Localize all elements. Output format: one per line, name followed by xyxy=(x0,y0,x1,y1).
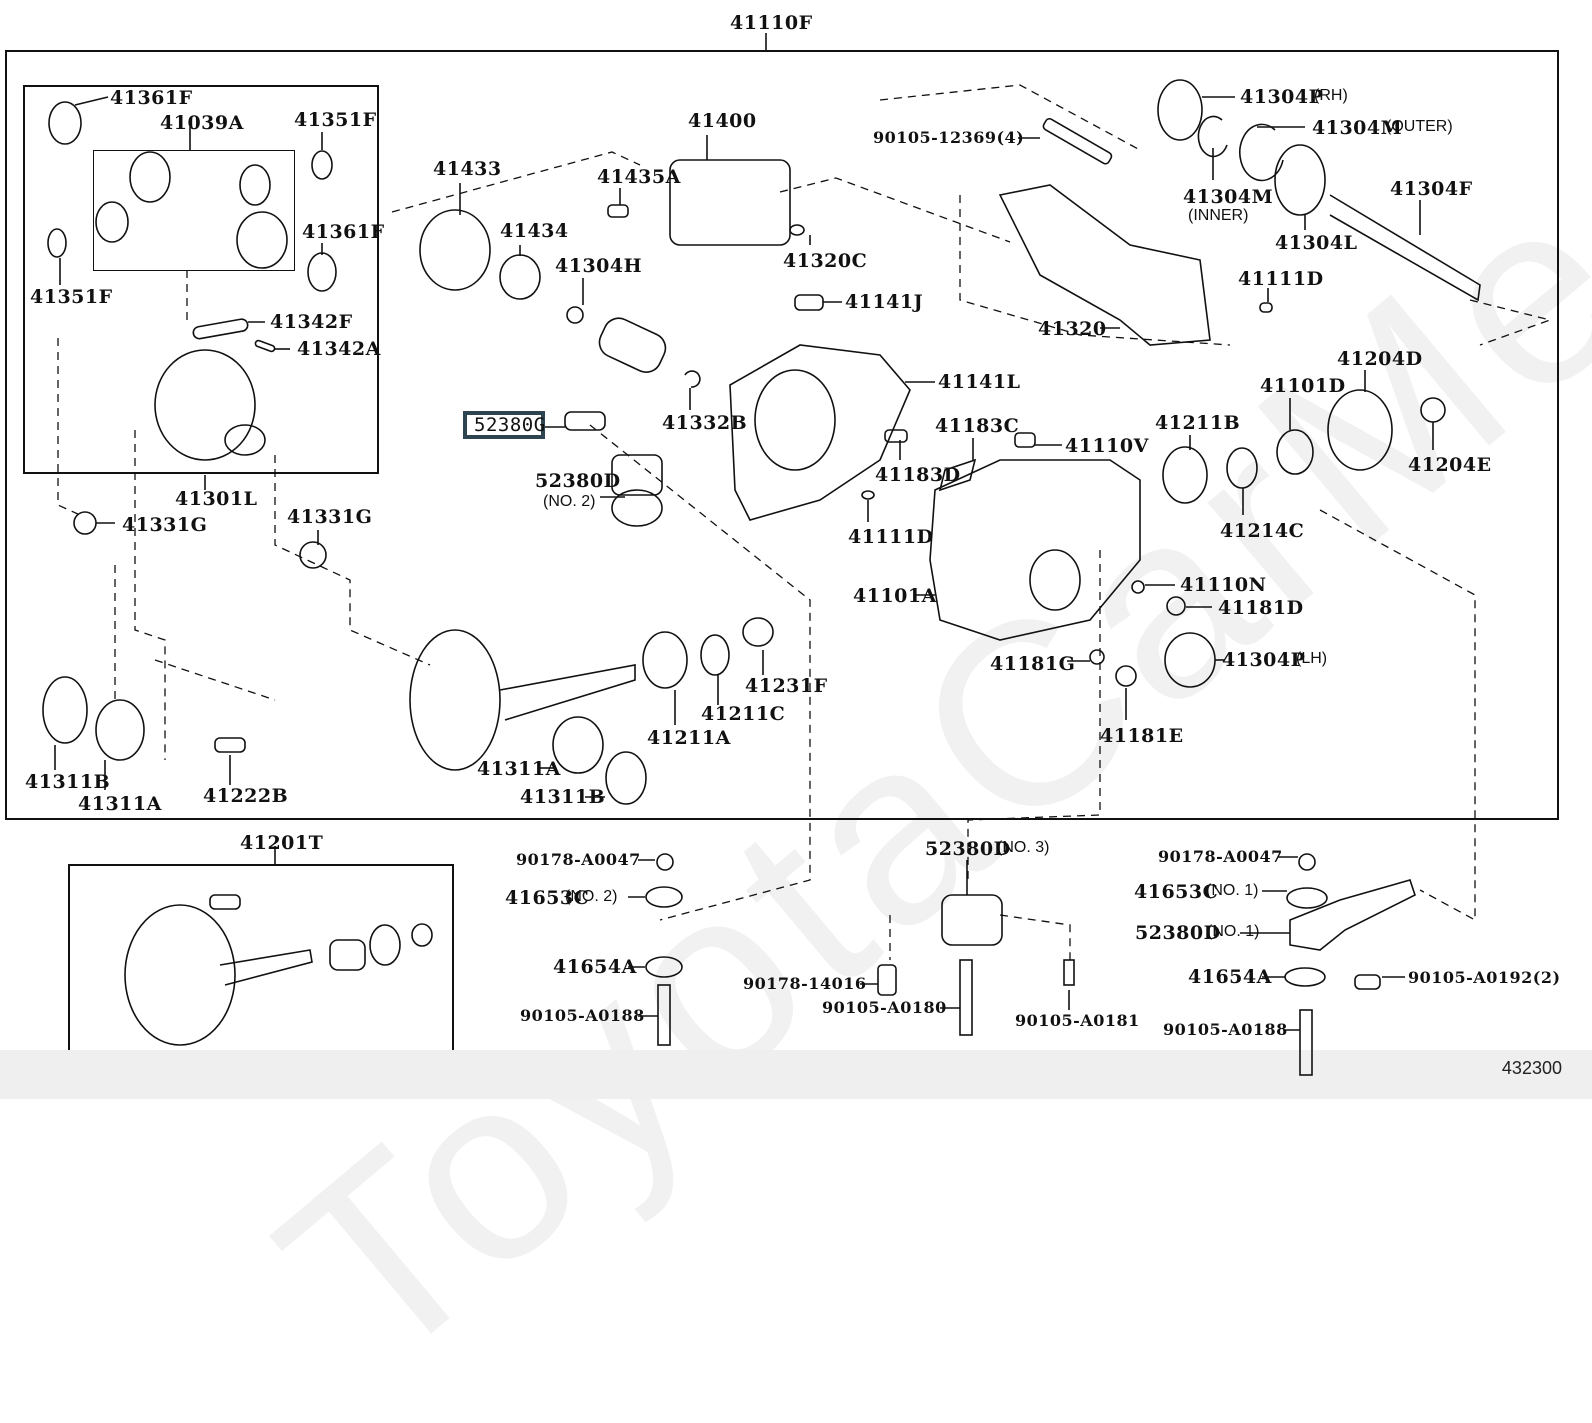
part-label-41101D[interactable]: 41101D xyxy=(1260,375,1346,397)
differential-case-frame xyxy=(23,85,379,474)
part-label-41304F[interactable]: 41304F xyxy=(1390,178,1473,200)
part-label-41181E[interactable]: 41181E xyxy=(1100,725,1184,747)
part-label-41111D[interactable]: 41111D xyxy=(848,526,934,548)
part-label-41301L[interactable]: 41301L xyxy=(175,488,258,510)
part-label-note: (OUTER) xyxy=(1386,118,1453,135)
part-label-41214C[interactable]: 41214C xyxy=(1220,520,1305,542)
part-label-note: (NO. 1) xyxy=(1206,882,1259,899)
part-label-41654A[interactable]: 41654A xyxy=(553,956,637,978)
part-label-41204E[interactable]: 41204E xyxy=(1408,454,1492,476)
part-label-41361F[interactable]: 41361F xyxy=(302,221,385,243)
part-label-41342A[interactable]: 41342A xyxy=(297,338,381,360)
part-label-41361F[interactable]: 41361F xyxy=(110,87,193,109)
part-label-41653C[interactable]: 41653C xyxy=(505,887,590,909)
exploded-view-artwork xyxy=(42,33,1553,1076)
part-label-41304L[interactable]: 41304L xyxy=(1275,232,1358,254)
assembly-title: 41110F xyxy=(730,12,813,34)
part-label-41304P[interactable]: 41304P xyxy=(1240,86,1324,108)
part-label-41110N[interactable]: 41110N xyxy=(1180,574,1267,596)
part-label-41231F[interactable]: 41231F xyxy=(745,675,828,697)
part-label-41141L[interactable]: 41141L xyxy=(938,371,1021,393)
part-label-note: (NO. 3) xyxy=(997,839,1050,856)
part-label-41211B[interactable]: 41211B xyxy=(1155,412,1241,434)
part-label-52380D[interactable]: 52380D xyxy=(925,838,1011,860)
part-label-41204D[interactable]: 41204D xyxy=(1337,348,1423,370)
part-label-41039A[interactable]: 41039A xyxy=(160,112,244,134)
part-label-41201T[interactable]: 41201T xyxy=(240,832,324,854)
part-label-41400[interactable]: 41400 xyxy=(688,110,757,132)
main-assembly-frame xyxy=(5,50,1559,820)
part-label-90178-A0047[interactable]: 90178-A0047 xyxy=(1158,847,1283,866)
part-label-41331G[interactable]: 41331G xyxy=(287,506,373,528)
part-label-41311A[interactable]: 41311A xyxy=(477,758,561,780)
part-label-41351F[interactable]: 41351F xyxy=(294,109,377,131)
part-label-note: (INNER) xyxy=(1188,207,1249,224)
part-label-note: (LH) xyxy=(1296,650,1328,667)
part-label-41222B[interactable]: 41222B xyxy=(203,785,289,807)
part-label-41211C[interactable]: 41211C xyxy=(701,703,786,725)
footer-bar xyxy=(0,1050,1592,1099)
pinion-gear-kit-frame xyxy=(93,150,295,271)
part-label-note: (NO. 2) xyxy=(565,888,618,905)
part-label-41181D[interactable]: 41181D xyxy=(1218,597,1304,619)
part-label-41304H[interactable]: 41304H xyxy=(555,255,643,277)
part-label-41311B[interactable]: 41311B xyxy=(25,771,111,793)
part-label-41342F[interactable]: 41342F xyxy=(270,311,353,333)
part-label-41320[interactable]: 41320 xyxy=(1038,318,1107,340)
part-label-41434[interactable]: 41434 xyxy=(500,220,569,242)
part-label-41183D[interactable]: 41183D xyxy=(875,464,961,486)
part-label-41320C[interactable]: 41320C xyxy=(783,250,868,272)
part-label-41435A[interactable]: 41435A xyxy=(597,166,681,188)
part-label-52380D[interactable]: 52380D xyxy=(535,470,621,492)
part-label-41304M[interactable]: 41304M xyxy=(1312,117,1403,139)
part-label-90105-A0188[interactable]: 90105-A0188 xyxy=(1163,1020,1288,1039)
part-label-41304P[interactable]: 41304P xyxy=(1222,649,1306,671)
part-label-41311B[interactable]: 41311B xyxy=(520,786,606,808)
part-label-41332B[interactable]: 41332B xyxy=(662,412,748,434)
part-label-41111D[interactable]: 41111D xyxy=(1238,268,1324,290)
part-label-41311A[interactable]: 41311A xyxy=(78,793,162,815)
part-label-90178-14016[interactable]: 90178-14016 xyxy=(743,974,867,993)
part-label-90105-A0188[interactable]: 90105-A0188 xyxy=(520,1006,645,1025)
part-label-note: (NO. 2) xyxy=(543,493,596,510)
part-label-41351F[interactable]: 41351F xyxy=(30,286,113,308)
part-label-41183C[interactable]: 41183C xyxy=(935,415,1020,437)
part-label-41181G[interactable]: 41181G xyxy=(990,653,1076,675)
part-label-note: (RH) xyxy=(1314,87,1348,104)
part-label-41433[interactable]: 41433 xyxy=(433,158,502,180)
part-label-52380G[interactable]: 52380G xyxy=(474,414,546,436)
part-label-41653C[interactable]: 41653C xyxy=(1134,881,1219,903)
figure-number: 432300 xyxy=(1501,1058,1562,1078)
part-label-90105-12369[interactable]: 90105-12369(4) xyxy=(873,128,1025,147)
part-label-90105-A0180[interactable]: 90105-A0180 xyxy=(822,998,947,1017)
part-label-41101A[interactable]: 41101A xyxy=(853,585,937,607)
part-label-41141J[interactable]: 41141J xyxy=(845,291,924,313)
part-label-note: (NO. 1) xyxy=(1207,923,1260,940)
part-label-90105-A0192[interactable]: 90105-A0192(2) xyxy=(1408,968,1561,987)
part-label-90105-A0181[interactable]: 90105-A0181 xyxy=(1015,1011,1140,1030)
part-label-41211A[interactable]: 41211A xyxy=(647,727,731,749)
highlight-box-52380G[interactable] xyxy=(463,411,545,439)
part-label-52380D[interactable]: 52380D xyxy=(1135,922,1221,944)
part-label-41331G[interactable]: 41331G xyxy=(122,514,208,536)
part-label-41304M[interactable]: 41304M xyxy=(1183,186,1274,208)
part-label-41110V[interactable]: 41110V xyxy=(1065,435,1149,457)
part-label-41654A[interactable]: 41654A xyxy=(1188,966,1272,988)
part-label-90178-A0047[interactable]: 90178-A0047 xyxy=(516,850,641,869)
